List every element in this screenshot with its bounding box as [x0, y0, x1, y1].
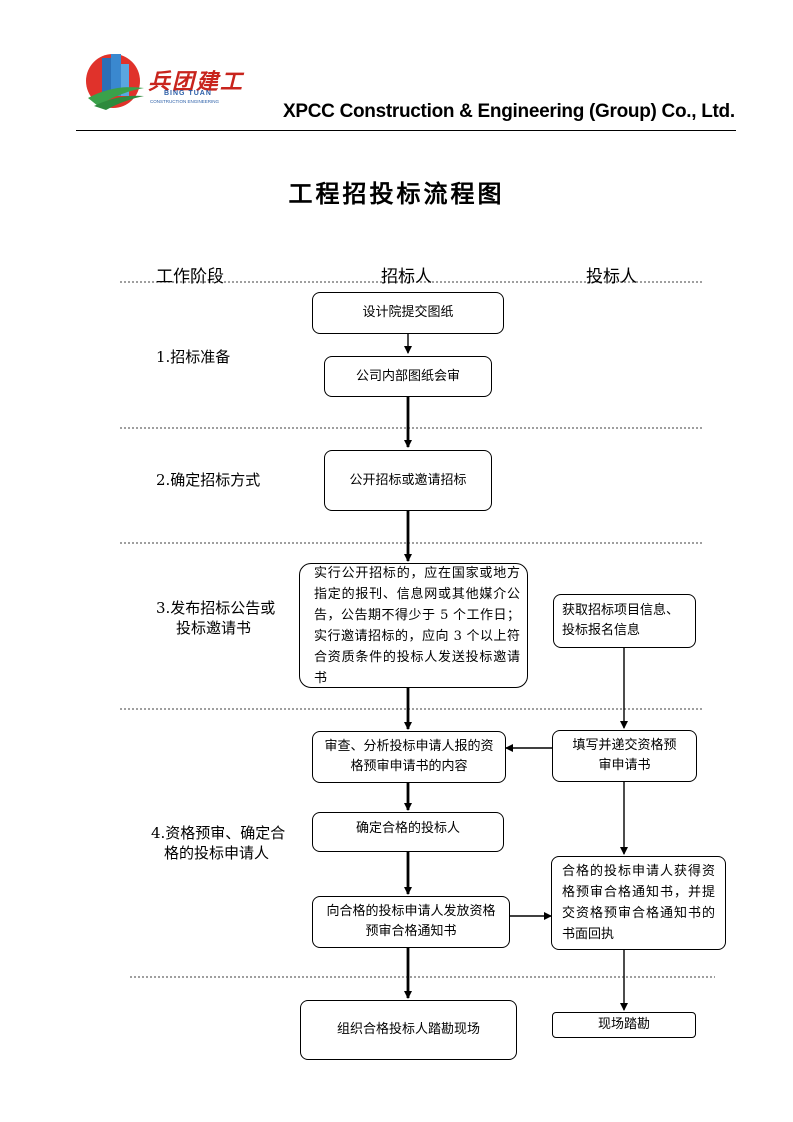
box-issue-notice: 向合格的投标申请人发放资格预审合格通知书 — [312, 896, 510, 948]
box-bid-method-text: 公开招标或邀请招标 — [349, 472, 467, 488]
box-receive-notice: 合格的投标申请人获得资格预审合格通知书，并提交资格预审合格通知书的书面回执 — [551, 856, 726, 950]
box-bid-method: 公开招标或邀请招标 — [324, 450, 492, 511]
stage-label-1: 1.招标准备 — [156, 348, 231, 366]
box-announce-text: 实行公开招标的，应在国家或地方指定的报刊、信息网或其他媒介公告，公告期不得少于 … — [314, 565, 520, 686]
stage-label-2: 2.确定招标方式 — [156, 471, 261, 489]
box-fill-submit: 填写并递交资格预审申请书 — [552, 730, 697, 782]
stage-label-4-line2: 格的投标申请人 — [164, 844, 270, 862]
box-confirm-qualified: 确定合格的投标人 — [312, 812, 504, 852]
box-organize-visit-text: 组织合格投标人踏勘现场 — [336, 1022, 480, 1037]
box-site-visit-text: 现场踏勘 — [597, 1017, 650, 1032]
box-confirm-qualified-text: 确定合格的投标人 — [355, 821, 460, 836]
box-obtain-info: 获取招标项目信息、投标报名信息 — [553, 594, 696, 648]
box-drawing-review-text: 公司内部图纸会审 — [355, 368, 460, 384]
company-logo: 兵团建工 BING TUAN CONSTRUCTION ENGINEERING — [84, 50, 242, 112]
stage-label-3: 3.发布招标公告或 投标邀请书 — [156, 598, 275, 638]
stage-label-4: 4.资格预审、确定合 格的投标申请人 — [151, 823, 285, 863]
stage-label-3-line1: 3.发布招标公告或 — [156, 599, 276, 617]
box-design-submit: 设计院提交图纸 — [312, 292, 504, 334]
logo-mark-icon — [86, 54, 144, 110]
box-design-submit-text: 设计院提交图纸 — [362, 305, 454, 320]
logo-chinese-text: 兵团建工 — [148, 69, 245, 95]
box-fill-submit-text: 填写并递交资格预审申请书 — [572, 738, 677, 773]
company-name: XPCC Construction & Engineering (Group) … — [283, 101, 735, 122]
stage-label-3-line2: 投标邀请书 — [176, 619, 252, 637]
logo-english-text: BING TUAN — [164, 90, 212, 97]
logo-tagline-text: CONSTRUCTION ENGINEERING — [150, 99, 220, 104]
box-issue-notice-text: 向合格的投标申请人发放资格预审合格通知书 — [326, 904, 496, 939]
box-organize-visit: 组织合格投标人踏勘现场 — [300, 1000, 517, 1060]
box-drawing-review: 公司内部图纸会审 — [324, 356, 492, 397]
stage-label-4-line1: 4.资格预审、确定合 — [151, 824, 286, 842]
box-receive-notice-text: 合格的投标申请人获得资格预审合格通知书，并提交资格预审合格通知书的书面回执 — [562, 864, 715, 942]
page-title: 工程招投标流程图 — [288, 179, 505, 208]
box-review-apps-text: 审查、分析投标申请人报的资格预审申请书的内容 — [324, 739, 494, 774]
box-site-visit: 现场踏勘 — [552, 1012, 696, 1038]
header-divider — [76, 130, 736, 131]
box-announce: 实行公开招标的，应在国家或地方指定的报刊、信息网或其他媒介公告，公告期不得少于 … — [299, 563, 528, 688]
box-obtain-info-text: 获取招标项目信息、投标报名信息 — [562, 603, 680, 638]
box-review-apps: 审查、分析投标申请人报的资格预审申请书的内容 — [312, 731, 506, 783]
